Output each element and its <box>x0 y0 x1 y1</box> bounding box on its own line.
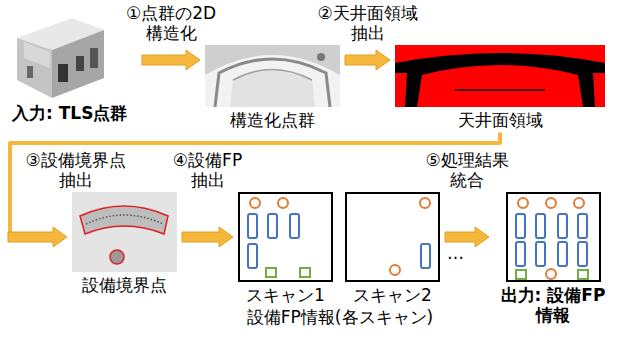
boundary-points-image <box>72 192 177 272</box>
block-arrow <box>345 50 390 70</box>
node-caption: 入力: TLS点群 <box>12 103 137 123</box>
node-caption: 天井面領域 <box>395 110 605 130</box>
scan-fp-figure <box>238 192 333 282</box>
point-cloud-image <box>12 8 107 100</box>
flow-arrow <box>182 227 233 247</box>
image-node: 構造化点群 <box>205 45 340 130</box>
node-caption: 設備境界点 <box>72 275 177 295</box>
output-fp-figure <box>506 192 601 282</box>
node-caption: スキャン2 <box>345 285 440 305</box>
output-box: 出力: 設備FP 情報 <box>494 192 612 326</box>
image-node: 設備境界点 <box>72 192 177 295</box>
block-arrow <box>182 227 233 247</box>
step-label: ⑤処理結果 統合 <box>417 150 517 191</box>
flow-arrow <box>142 50 200 70</box>
group-caption: 設備FP情報(各スキャン) <box>247 307 433 327</box>
flow-arrow <box>345 50 390 70</box>
step-label: ④設備FP 抽出 <box>163 150 253 191</box>
structured-point-cloud-image <box>205 45 340 107</box>
block-arrow <box>142 50 200 70</box>
node-caption: 構造化点群 <box>205 110 340 130</box>
step-label: ③設備境界点 抽出 <box>18 150 133 191</box>
ceiling-region-image <box>395 45 605 107</box>
scan-box: スキャン2 <box>345 192 440 305</box>
image-node: 天井面領域 <box>395 45 605 130</box>
node-caption: 出力: 設備FP 情報 <box>494 285 612 326</box>
block-arrow <box>8 227 67 247</box>
step-label: ①点群の2D 構造化 <box>116 3 226 44</box>
node-caption: スキャン1 <box>238 285 333 305</box>
ellipsis: … <box>447 243 464 263</box>
scan-box: スキャン1 <box>238 192 333 305</box>
scan-fp-figure <box>345 192 440 282</box>
step-label: ②天井面領域 抽出 <box>310 3 425 44</box>
